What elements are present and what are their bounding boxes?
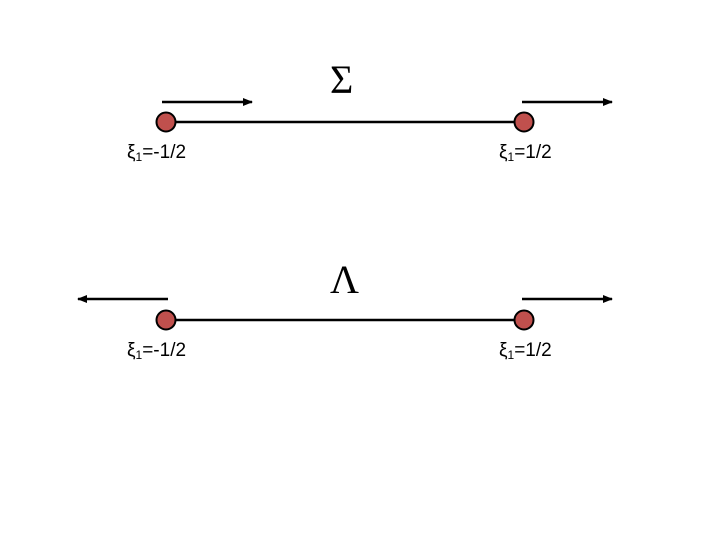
lambda-right-label: ξ1=1/2	[499, 340, 552, 362]
lambda-title: Λ	[330, 257, 360, 302]
sigma-title: Σ	[330, 57, 354, 102]
sigma-left-node	[155, 111, 177, 133]
sigma-left-label: ξ1=-1/2	[127, 142, 187, 164]
lambda-left-label: ξ1=-1/2	[127, 340, 187, 362]
sigma-right-node	[513, 111, 535, 133]
lambda-right-node	[513, 309, 535, 331]
sigma-right-label: ξ1=1/2	[499, 142, 552, 164]
lambda-left-node	[155, 309, 177, 331]
